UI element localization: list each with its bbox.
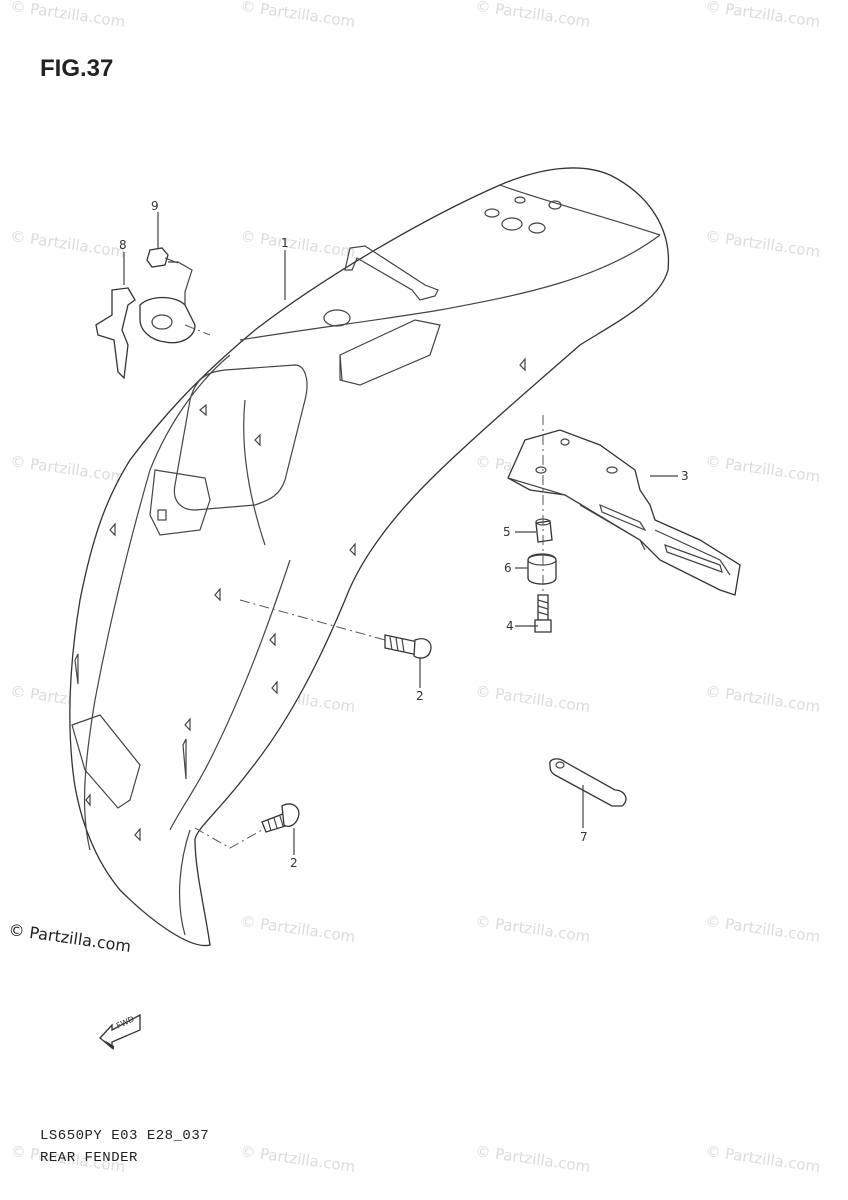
model-code: LS650PY E03 E28_037 [40, 1128, 210, 1144]
forward-direction-arrow-icon [99, 1013, 141, 1050]
lock-part-8[interactable] [95, 261, 196, 380]
bolt-part-2-upper[interactable] [384, 634, 432, 659]
figure-title: FIG.37 [40, 55, 114, 82]
callout-1: 1 [281, 236, 289, 250]
screw-part-9[interactable] [146, 247, 179, 268]
callout-9: 9 [151, 199, 159, 213]
collar-part-5[interactable] [535, 518, 553, 543]
grommet-part-6[interactable] [527, 553, 557, 585]
callout-6: 6 [504, 561, 512, 575]
callout-3: 3 [681, 469, 689, 483]
callout-4: 4 [506, 619, 514, 633]
callout-2-upper: 2 [416, 689, 424, 703]
callout-5: 5 [503, 525, 511, 539]
bolt-part-4[interactable] [534, 594, 552, 633]
leader-lines [123, 212, 678, 855]
bracket-part-3[interactable] [507, 429, 741, 596]
clamp-part-7[interactable] [549, 758, 627, 807]
callout-2-lower: 2 [290, 856, 298, 870]
diagram-name: REAR FENDER [40, 1150, 138, 1166]
rear-fender-part[interactable] [69, 167, 670, 947]
callout-8: 8 [119, 238, 127, 252]
callout-7: 7 [580, 830, 588, 844]
bolt-part-2-lower[interactable] [261, 803, 300, 833]
